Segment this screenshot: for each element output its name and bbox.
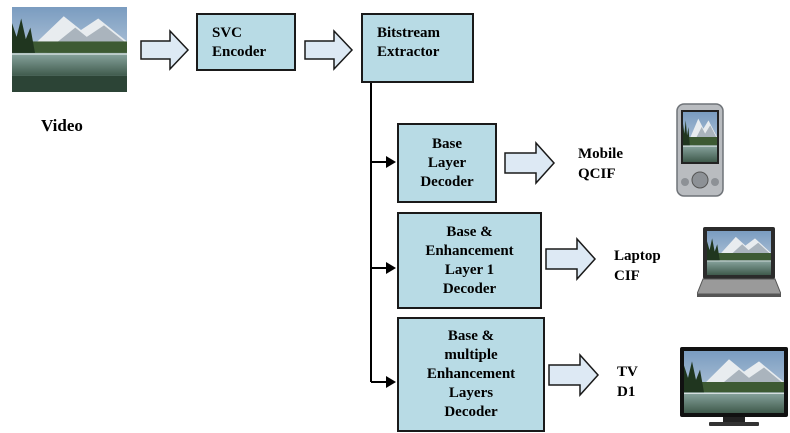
video-label: Video: [41, 116, 83, 135]
video-source-image: [11, 6, 128, 92]
flow-arrow-to-mobile: [504, 141, 556, 185]
flat-tv-icon: [679, 346, 789, 428]
flow-arrow-encoder-to-extractor: [304, 29, 354, 71]
flow-arrow-to-tv: [548, 353, 600, 397]
mobile-output-label: Mobile QCIF: [578, 146, 623, 182]
base-layer-decoder-block: Base Layer Decoder: [397, 123, 497, 203]
bitstream-extractor-block: Bitstream Extractor: [361, 13, 474, 83]
svc-encoder-block: SVC Encoder: [196, 13, 296, 71]
tv-output-label: TV D1: [617, 364, 638, 400]
multiple-enhancement-decoder-block: Base & multiple Enhancement Layers Decod…: [397, 317, 545, 432]
flow-arrow-to-laptop: [545, 237, 597, 281]
pda-device-icon: [675, 102, 725, 198]
laptop-icon: [696, 226, 782, 298]
laptop-output-label: Laptop CIF: [614, 248, 661, 284]
flow-arrow-video-to-encoder: [140, 29, 190, 71]
enhancement-layer1-decoder-block: Base & Enhancement Layer 1 Decoder: [397, 212, 542, 309]
